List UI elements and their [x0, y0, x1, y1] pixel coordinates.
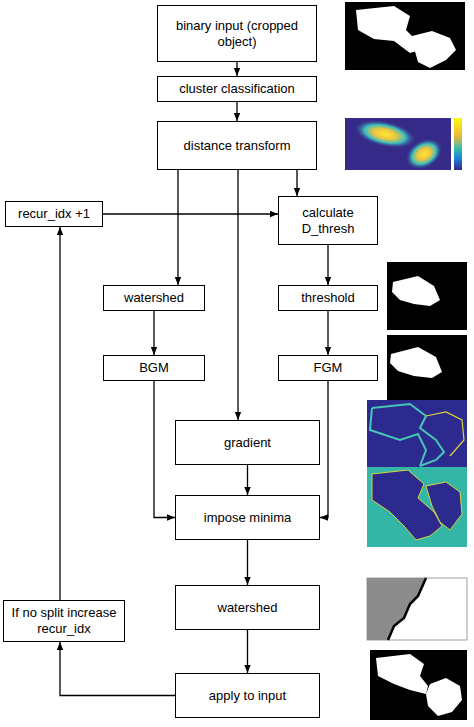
node-text: apply to input — [209, 688, 286, 704]
flow-arrow — [103, 213, 278, 214]
node-text: distance transform — [184, 138, 291, 154]
imposed-minima-image — [367, 467, 467, 547]
process-box: impose minima — [175, 495, 320, 540]
flow-arrow — [177, 170, 178, 285]
process-box: If no split increase recur_idx — [3, 600, 125, 642]
node-text: binary input (cropped object) — [163, 18, 311, 50]
node-text: gradient — [224, 435, 271, 451]
process-box: watershed — [103, 285, 205, 311]
node-text: cluster classification — [179, 81, 295, 97]
gradient-image — [367, 400, 467, 468]
threshold-image — [387, 262, 467, 330]
process-box: binary input (cropped object) — [157, 5, 317, 62]
process-box: recur_idx +1 — [5, 201, 103, 227]
flow-arrow — [236, 102, 237, 121]
watershed-image — [367, 578, 467, 640]
node-text: BGM — [139, 360, 169, 376]
flow-arrow — [154, 381, 175, 518]
flow-arrow — [60, 642, 175, 696]
flow-arrow — [153, 311, 154, 355]
process-box: threshold — [278, 285, 378, 311]
process-box: gradient — [175, 420, 320, 465]
flow-arrow — [236, 62, 237, 76]
flow-arrow — [247, 465, 248, 495]
node-text: watershed — [124, 290, 184, 306]
node-text: recur_idx +1 — [18, 206, 90, 222]
flow-arrow — [247, 540, 248, 585]
flow-arrow — [296, 170, 297, 196]
process-box: FGM — [278, 355, 378, 381]
node-text: calculate D_thresh — [284, 205, 372, 237]
node-text: FGM — [314, 360, 343, 376]
node-text: If no split increase recur_idx — [9, 605, 119, 637]
process-box: apply to input — [175, 673, 320, 718]
flow-arrow — [327, 245, 328, 285]
flow-arrow — [327, 311, 328, 355]
process-box: distance transform — [157, 121, 317, 170]
process-box: watershed — [175, 585, 320, 630]
flow-arrow — [59, 227, 60, 600]
process-box: BGM — [103, 355, 205, 381]
process-box: cluster classification — [157, 76, 317, 102]
flow-arrow — [247, 630, 248, 673]
node-text: impose minima — [204, 510, 291, 526]
flow-arrow — [237, 170, 238, 420]
node-text: watershed — [218, 600, 278, 616]
fgm-image — [387, 335, 467, 400]
binary-image — [345, 2, 465, 70]
flow-arrow — [320, 381, 328, 518]
node-text: threshold — [301, 290, 354, 306]
process-box: calculate D_thresh — [278, 196, 378, 245]
result-image — [370, 650, 467, 720]
heatmap-image — [345, 115, 462, 176]
